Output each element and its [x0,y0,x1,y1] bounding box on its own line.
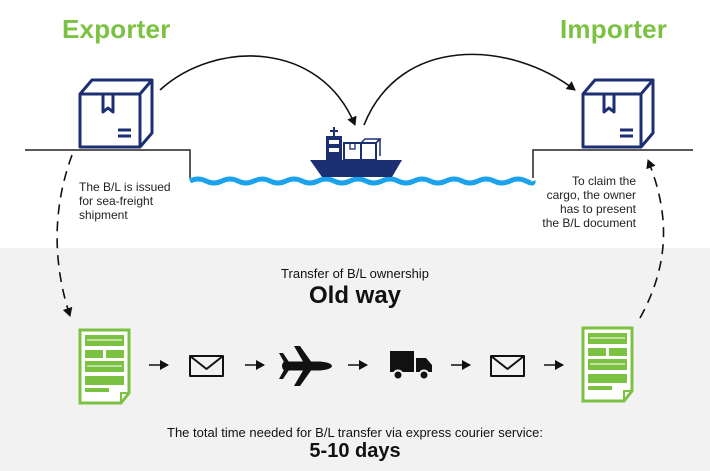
duration-description: The total time needed for B/L transfer v… [167,425,543,440]
envelope-icon [189,355,224,377]
importer-caption: To claim the cargo, the owner has to pre… [542,174,636,230]
exporter-title: Exporter [62,14,171,44]
dashed-arrow [56,154,73,317]
document-icon [581,326,634,403]
exporter-caption: The B/L is issued for sea-freight shipme… [79,180,171,222]
sea-water [188,176,536,186]
route-arrow [159,55,357,126]
method-heading: Old way [308,282,402,309]
importer-dock [532,149,693,178]
airplane-icon [279,346,332,386]
document-icon [78,328,131,405]
cargo-ship-icon [310,127,402,177]
dashed-arrow [639,159,665,319]
cargo-box-icon [78,78,154,149]
exporter-dock [25,149,191,178]
route-arrow [363,53,576,126]
cargo-box-icon [581,78,655,149]
truck-icon [390,351,432,381]
transfer-subtitle: Transfer of B/L ownership [281,266,429,281]
importer-title: Importer [560,14,668,44]
duration-value: 5-10 days [309,440,401,462]
envelope-icon [490,355,525,377]
